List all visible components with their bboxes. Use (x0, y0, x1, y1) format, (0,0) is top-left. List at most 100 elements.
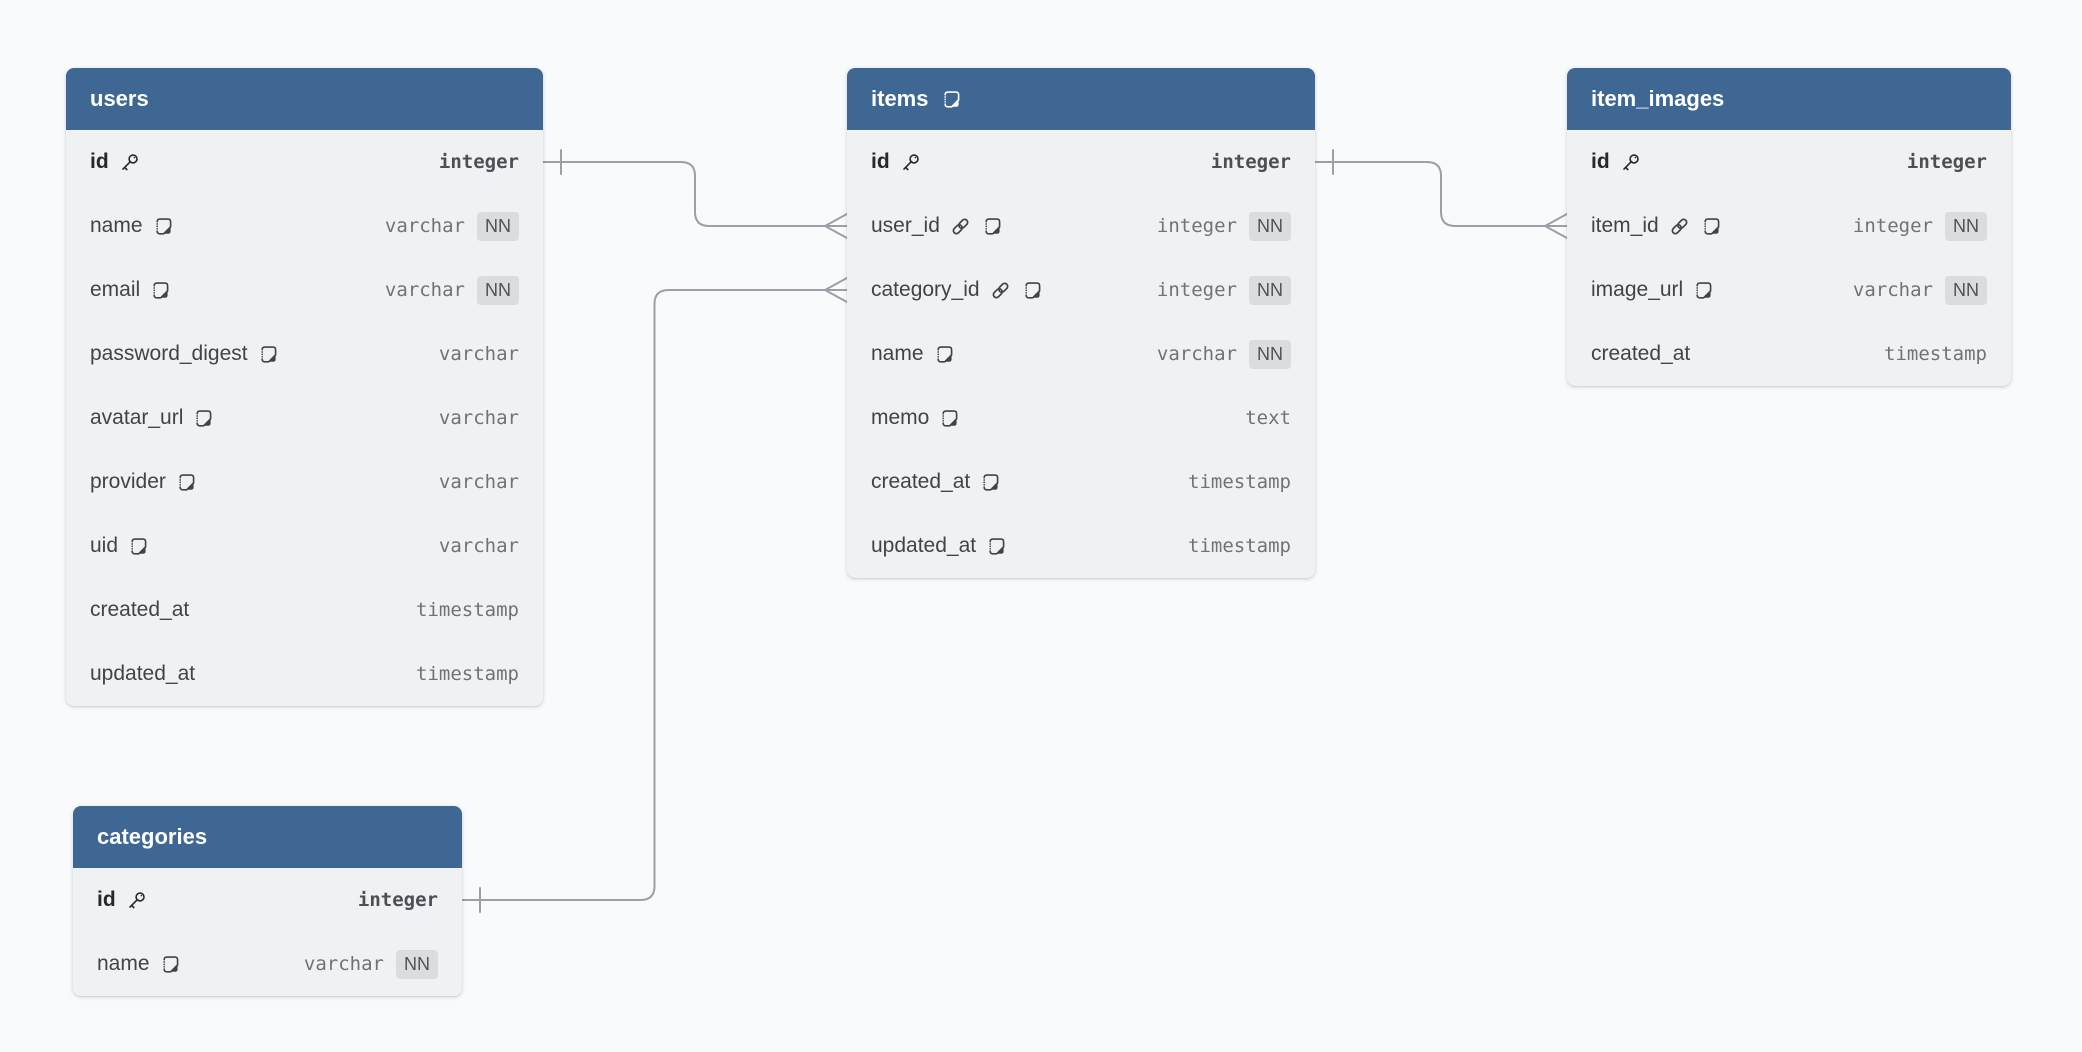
field-name: item_id (1591, 214, 1659, 237)
field-type: integer (1852, 215, 1933, 237)
cardinality-many-marker (824, 213, 848, 239)
field-name: image_url (1591, 278, 1684, 301)
relationship-users-items[interactable] (542, 149, 848, 239)
field-name: updated_at (871, 534, 977, 557)
not-null-badge: NN (1945, 275, 1987, 305)
relationship-categories-items[interactable] (461, 277, 848, 913)
field-meta: integer NN (1852, 211, 1987, 241)
not-null-badge: NN (1249, 339, 1291, 369)
relationship-line[interactable] (542, 161, 826, 227)
field-meta: integer (439, 151, 519, 173)
field-type: varchar (438, 343, 519, 365)
foreign-key-icon (949, 215, 972, 238)
field-row-items-name[interactable]: name varchar NN (847, 322, 1315, 386)
not-null-badge: NN (1249, 275, 1291, 305)
field-row-items-updated_at[interactable]: updated_at timestamp (847, 514, 1315, 578)
field-type: varchar (303, 953, 384, 975)
note-icon (192, 407, 215, 430)
field-type: integer (1210, 151, 1291, 173)
field-name: id (871, 150, 890, 173)
field-row-item_images-created_at[interactable]: created_at timestamp (1567, 322, 2011, 386)
field-type: integer (1156, 279, 1237, 301)
field-type: text (1245, 407, 1291, 429)
note-icon (940, 88, 963, 111)
not-null-badge: NN (477, 275, 519, 305)
field-name: memo (871, 406, 930, 429)
field-meta: timestamp (1188, 535, 1291, 557)
field-row-users-avatar_url[interactable]: avatar_url varchar (66, 386, 543, 450)
note-icon (175, 471, 198, 494)
table-header-items[interactable]: items (847, 68, 1315, 130)
note-icon (979, 471, 1002, 494)
table-header-users[interactable]: users (66, 68, 543, 130)
field-name: user_id (871, 214, 940, 237)
field-meta: timestamp (416, 599, 519, 621)
table-title: item_images (1591, 86, 1725, 111)
note-icon (933, 343, 956, 366)
field-name: created_at (1591, 342, 1691, 365)
note-icon (159, 953, 182, 976)
field-row-items-id[interactable]: id integer (847, 130, 1315, 194)
relationship-items-item_images[interactable] (1314, 149, 1568, 239)
field-type: timestamp (416, 599, 519, 621)
field-type: varchar (1156, 343, 1237, 365)
field-row-items-memo[interactable]: memo text (847, 386, 1315, 450)
field-name: name (871, 342, 924, 365)
field-row-item_images-item_id[interactable]: item_id integer NN (1567, 194, 2011, 258)
field-meta: text (1245, 407, 1291, 429)
field-name: id (1591, 150, 1610, 173)
field-row-users-uid[interactable]: uid varchar (66, 514, 543, 578)
field-meta: varchar NN (1156, 339, 1291, 369)
field-meta: integer (1211, 151, 1291, 173)
field-meta: integer NN (1156, 275, 1291, 305)
field-name: email (90, 278, 141, 301)
table-header-categories[interactable]: categories (73, 806, 462, 868)
field-row-users-id[interactable]: id integer (66, 130, 543, 194)
not-null-badge: NN (1945, 211, 1987, 241)
field-type: varchar (438, 535, 519, 557)
field-name: avatar_url (90, 406, 184, 429)
field-name: updated_at (90, 662, 196, 685)
field-name: uid (90, 534, 119, 557)
field-name: category_id (871, 278, 980, 301)
field-meta: varchar (439, 407, 519, 429)
field-type: timestamp (1188, 535, 1291, 557)
cardinality-many-marker (824, 277, 848, 303)
note-icon (1021, 279, 1044, 302)
field-type: timestamp (1884, 343, 1987, 365)
relationship-line[interactable] (1314, 161, 1546, 227)
note-icon (149, 279, 172, 302)
field-meta: varchar (439, 343, 519, 365)
field-row-items-category_id[interactable]: category_id integer NN (847, 258, 1315, 322)
relationship-line[interactable] (461, 289, 826, 901)
note-icon (127, 535, 150, 558)
table-header-item_images[interactable]: item_images (1567, 68, 2011, 130)
field-name: id (90, 150, 109, 173)
field-meta: timestamp (1884, 343, 1987, 365)
foreign-key-icon (1668, 215, 1691, 238)
field-type: integer (357, 889, 438, 911)
field-type: integer (438, 151, 519, 173)
field-type: varchar (384, 215, 465, 237)
